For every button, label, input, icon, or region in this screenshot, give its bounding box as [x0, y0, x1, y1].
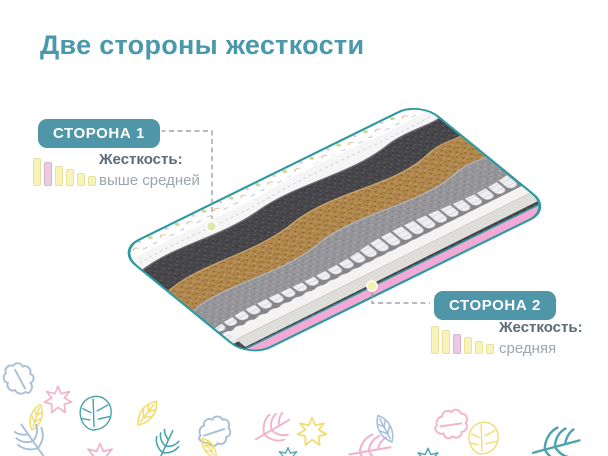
firmness-bar [431, 326, 439, 354]
firmness-bar [77, 173, 85, 186]
firmness-bar [453, 334, 461, 354]
side2-firmness-text: Жесткость: средняя [499, 319, 583, 357]
side1-firmness-scale-icon [33, 157, 96, 186]
mattress-illustration [117, 101, 552, 358]
mattress-outline [127, 107, 542, 352]
side1-connector [152, 130, 218, 233]
side2-firmness-label: Жесткость: [499, 319, 583, 336]
firmness-bar [475, 341, 483, 354]
side2-connector [366, 280, 430, 304]
firmness-bar [44, 162, 52, 186]
leaf-decorations [0, 357, 586, 456]
firmness-bar [66, 169, 74, 186]
side2-marker-dot [366, 280, 378, 292]
firmness-bar [442, 330, 450, 354]
firmness-bar [55, 166, 63, 186]
page-title: Две стороны жесткости [40, 30, 365, 60]
side2-firmness-scale-icon [431, 325, 494, 354]
firmness-bar [486, 344, 494, 354]
side2-badge: СТОРОНА 2 [434, 291, 556, 320]
side1-firmness-text: Жесткость: выше средней [99, 151, 200, 189]
pink-bottom-layer [239, 201, 552, 358]
firmness-bar [33, 158, 41, 186]
firmness-bar [88, 176, 96, 186]
foam-frame-front [236, 191, 542, 347]
side2-firmness-value: средняя [499, 340, 557, 357]
side1-firmness-label: Жесткость: [99, 151, 183, 168]
side1-badge: СТОРОНА 1 [38, 119, 160, 148]
side1-firmness-value: выше средней [99, 172, 200, 189]
side1-marker-dot [205, 220, 218, 233]
foam-frame-top [227, 184, 533, 340]
firmness-bar [464, 337, 472, 354]
